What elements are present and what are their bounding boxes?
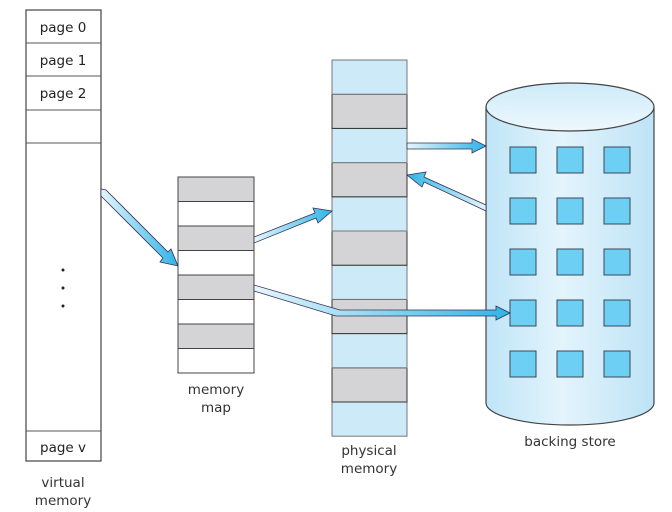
backing-store-block <box>509 248 537 276</box>
physical-frame <box>331 196 408 232</box>
ellipsis-dot <box>61 304 65 308</box>
physical-frame <box>331 298 408 335</box>
memory-map-entry <box>177 176 255 202</box>
physical-frame <box>331 230 408 266</box>
backing-store-block <box>603 248 631 276</box>
memory-map-entry <box>177 299 255 325</box>
virtual-memory-label-line1: virtual <box>41 475 84 491</box>
memory-map-entry <box>177 201 255 227</box>
arrow-map-to-backing <box>253 284 511 321</box>
virtual-page-0: page 0 <box>40 20 87 36</box>
virtual-memory: page 0 page 1 page 2 page v virtual memo… <box>25 9 102 509</box>
physical-frame <box>331 93 408 129</box>
memory-map-entry <box>177 323 255 349</box>
arrow-backing-to-physical <box>406 171 487 212</box>
virtual-page-v: page v <box>40 440 86 456</box>
backing-store-block <box>603 197 631 225</box>
backing-store: backing store <box>485 82 655 450</box>
virtual-page-1: page 1 <box>40 53 87 69</box>
backing-store-block <box>556 248 584 276</box>
physical-frame <box>331 127 408 164</box>
backing-store-block <box>509 197 537 225</box>
backing-store-block <box>556 197 584 225</box>
backing-store-block <box>509 146 537 174</box>
arrow-virtual-to-map <box>100 188 179 267</box>
backing-store-block <box>556 350 584 378</box>
backing-store-block <box>556 299 584 327</box>
physical-frame <box>331 264 408 300</box>
cylinder-top <box>485 82 655 132</box>
arrow-physical-to-backing <box>406 138 487 154</box>
memory-map-label-line2: map <box>201 400 231 416</box>
ellipsis-dot <box>61 268 65 272</box>
backing-store-block <box>509 299 537 327</box>
memory-map-entry <box>177 250 255 276</box>
physical-frame <box>331 59 408 95</box>
arrows <box>100 138 511 321</box>
backing-store-label: backing store <box>524 434 615 450</box>
physical-frame <box>331 367 408 403</box>
memory-map-entry <box>177 225 255 251</box>
arrow-map-to-physical <box>253 207 333 244</box>
memory-map-label-line1: memory <box>188 382 244 398</box>
physical-frame <box>331 333 408 369</box>
memory-map-entry <box>177 348 255 374</box>
physical-frame <box>331 162 408 198</box>
backing-store-block <box>603 299 631 327</box>
virtual-page-2: page 2 <box>40 86 87 102</box>
memory-map: memory map <box>177 176 255 416</box>
ellipsis-dot <box>61 286 65 290</box>
backing-store-block <box>556 146 584 174</box>
physical-frame <box>331 401 408 437</box>
virtual-memory-label-line2: memory <box>35 493 91 509</box>
virtual-memory-outline <box>25 9 102 462</box>
physical-memory-label-line2: memory <box>341 461 397 477</box>
physical-memory-label-line1: physical <box>341 443 396 459</box>
memory-map-entry <box>177 274 255 300</box>
physical-memory: physical memory <box>331 59 408 477</box>
backing-store-block <box>603 146 631 174</box>
backing-store-block <box>509 350 537 378</box>
backing-store-block <box>603 350 631 378</box>
